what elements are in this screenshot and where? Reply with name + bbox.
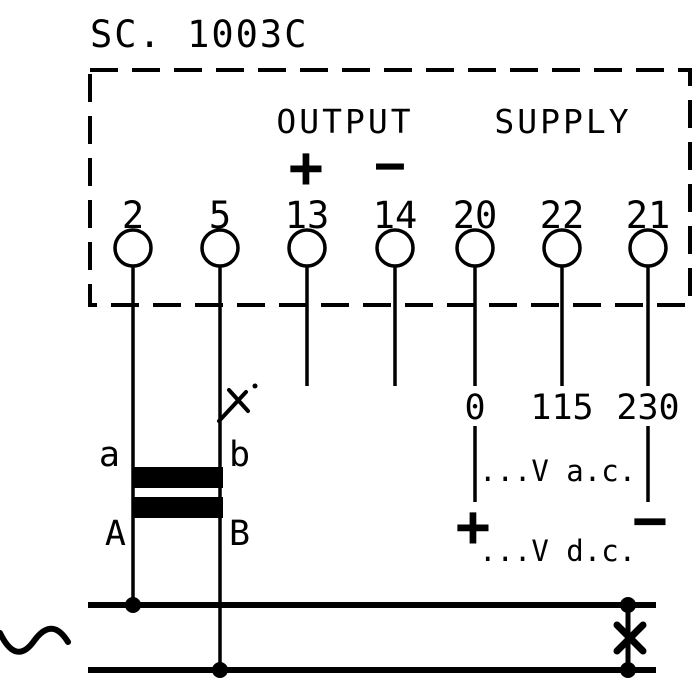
measuring-transformer: a b A B (99, 435, 250, 554)
device-model-label: SC. 1003C (90, 13, 308, 56)
primary-terminal-A: A (105, 514, 126, 554)
dc-plus-sign: + (456, 492, 491, 560)
mains-bus-lines (88, 602, 656, 673)
device-outline-dashed-box (88, 68, 692, 307)
junction-dot-top-right (620, 597, 636, 613)
secondary-winding-bar (132, 467, 223, 488)
supply-section-label: SUPPLY (494, 102, 631, 141)
primary-terminal-B: B (229, 514, 250, 554)
voltage-tap-0: 0 (464, 388, 485, 428)
current-direction-arrow (217, 383, 258, 423)
voltage-tap-230: 230 (616, 388, 679, 428)
output-section-label: OUTPUT (276, 102, 413, 141)
junction-dot-bottom-left (212, 662, 228, 678)
junction-dots (125, 597, 636, 678)
supply-tap-wires (473, 426, 650, 502)
junction-dot-top-left (125, 597, 141, 613)
output-minus-sign: − (374, 136, 405, 196)
dc-minus-sign: − (633, 486, 668, 554)
voltage-tap-115: 115 (530, 388, 593, 428)
arrow-tip-dot (252, 383, 258, 389)
arrow-shaft (217, 390, 248, 423)
primary-winding-bar (132, 497, 223, 518)
output-plus-sign: + (289, 133, 324, 201)
terminal-number-2: 2 (122, 194, 144, 237)
secondary-terminal-b: b (229, 435, 250, 475)
load-x-icon (613, 621, 647, 655)
dc-voltage-label: ...V d.c. (479, 534, 636, 568)
ac-voltage-label: ...V a.c. (479, 454, 636, 488)
load-branch (613, 605, 647, 670)
junction-dot-bottom-right (620, 662, 636, 678)
ac-source-sine-icon (0, 625, 71, 655)
arrow-crossbar (227, 388, 250, 413)
terminal-number-5: 5 (209, 194, 231, 237)
secondary-terminal-a: a (99, 435, 120, 475)
